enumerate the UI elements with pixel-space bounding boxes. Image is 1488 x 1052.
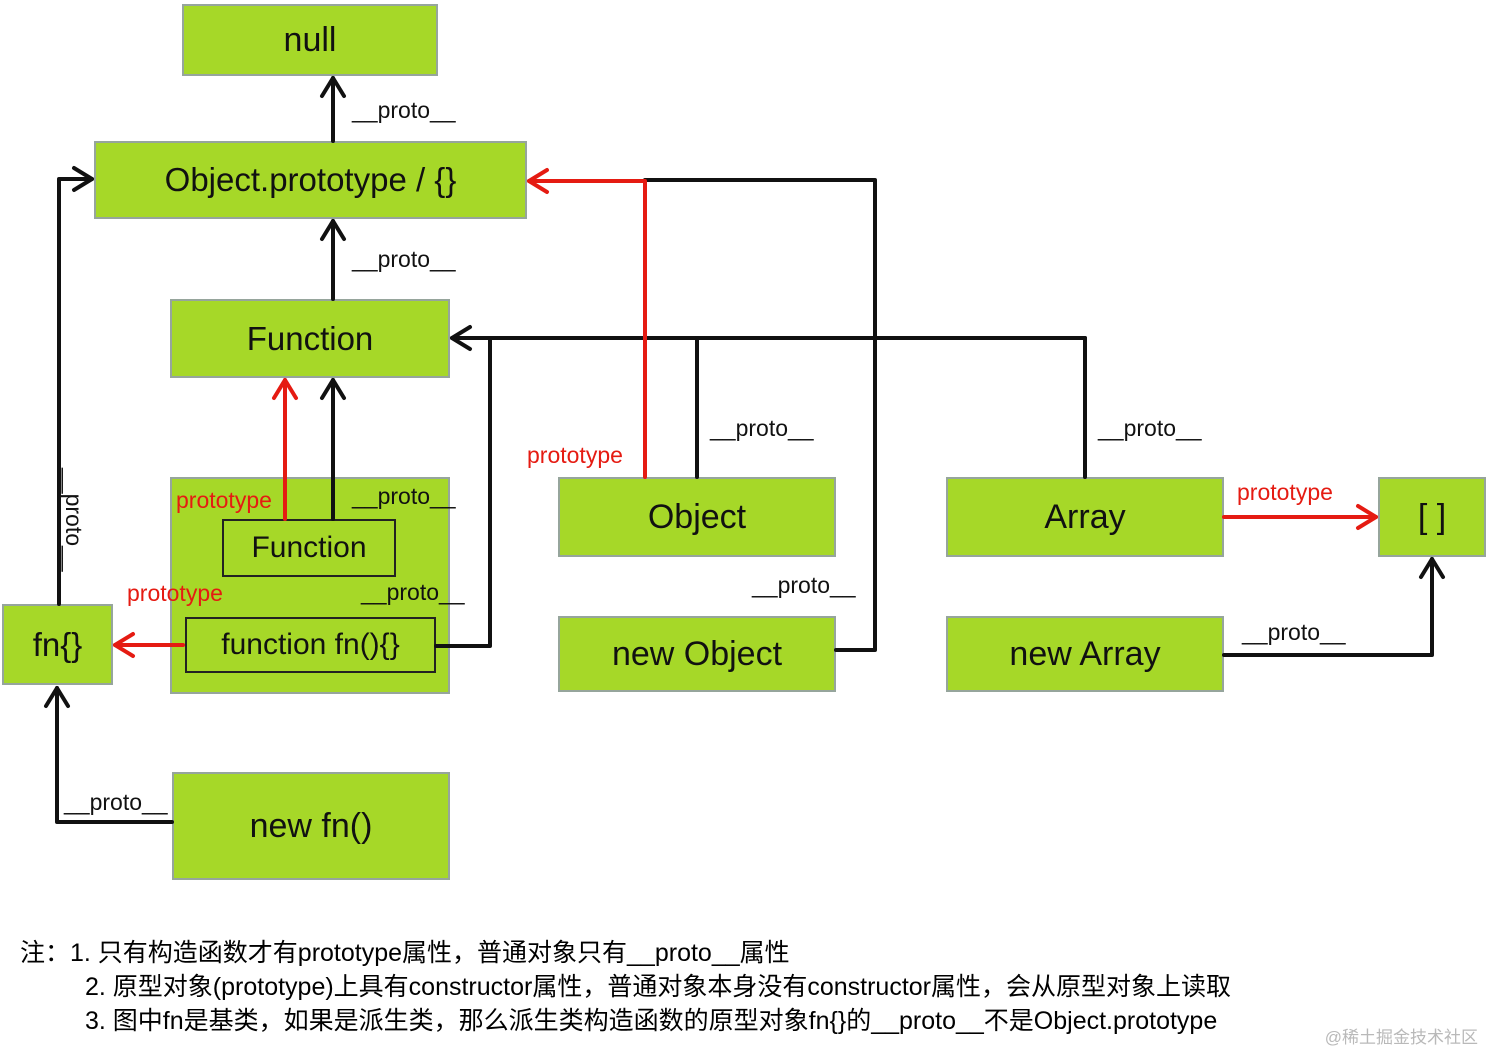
arrowhead-up-objectprototype (320, 219, 346, 241)
label-proto-fnfunction: __proto__ (361, 579, 465, 605)
node-object-constructor: Object (558, 477, 836, 557)
node-function-inner: Function (222, 519, 396, 577)
label-proto-array: __proto__ (1098, 415, 1202, 441)
arrowhead-up-fnobj (44, 686, 70, 708)
label-proto-null: __proto__ (352, 97, 456, 123)
footnote-2: 2. 原型对象(prototype)上具有constructor属性，普通对象本… (85, 973, 1231, 1001)
node-function-constructor: Function (170, 299, 450, 378)
arrowhead-up-function-red (272, 378, 298, 400)
watermark: @稀土掘金技术社区 (1324, 1028, 1478, 1047)
node-null: null (182, 4, 438, 76)
node-function-fn: function fn(){} (185, 617, 436, 673)
node-new-array: new Array (946, 616, 1224, 692)
node-array-constructor: Array (946, 477, 1224, 557)
arrowhead-up-function-black (320, 378, 346, 400)
arrowhead-right-arrayliteral-red (1356, 504, 1378, 530)
footnote-1: 注：1. 只有构造函数才有prototype属性，普通对象只有__proto__… (20, 939, 790, 967)
arrowhead-left-fnobj-red (113, 632, 135, 658)
arrowhead-up-arrayliteral (1419, 557, 1445, 579)
label-proto-fnobj-vertical: __proto__ (61, 468, 87, 572)
node-new-fn: new fn() (172, 772, 450, 880)
label-proto-innerfunction: __proto__ (352, 483, 456, 509)
label-proto-newfn: __proto__ (64, 789, 168, 815)
label-prototype-innerfunction: prototype (176, 487, 272, 513)
footnotes: 注：1. 只有构造函数才有prototype属性，普通对象只有__proto__… (20, 936, 1231, 1038)
node-array-literal: [ ] (1378, 477, 1486, 557)
label-proto-object: __proto__ (710, 415, 814, 441)
node-function-group (170, 477, 450, 694)
edge-object-prototype-red (527, 179, 647, 479)
arrowhead-left-function (450, 325, 472, 351)
arrowhead-left-objectprototype-red (527, 168, 549, 194)
label-proto-newarray: __proto__ (1242, 619, 1346, 645)
arrowhead-up-null (320, 76, 346, 98)
arrowhead-right-objectprototype (72, 166, 94, 192)
label-prototype-fn: prototype (127, 580, 223, 606)
node-new-object: new Object (558, 616, 836, 692)
label-proto-objectprototype: __proto__ (352, 246, 456, 272)
node-fn-prototype-object: fn{} (2, 604, 113, 685)
footnote-3: 3. 图中fn是基类，如果是派生类，那么派生类构造函数的原型对象fn{}的__p… (85, 1007, 1218, 1035)
label-prototype-object: prototype (527, 442, 623, 468)
label-prototype-array: prototype (1237, 479, 1333, 505)
label-proto-newobject: __proto__ (752, 572, 856, 598)
node-object-prototype: Object.prototype / {} (94, 141, 527, 219)
